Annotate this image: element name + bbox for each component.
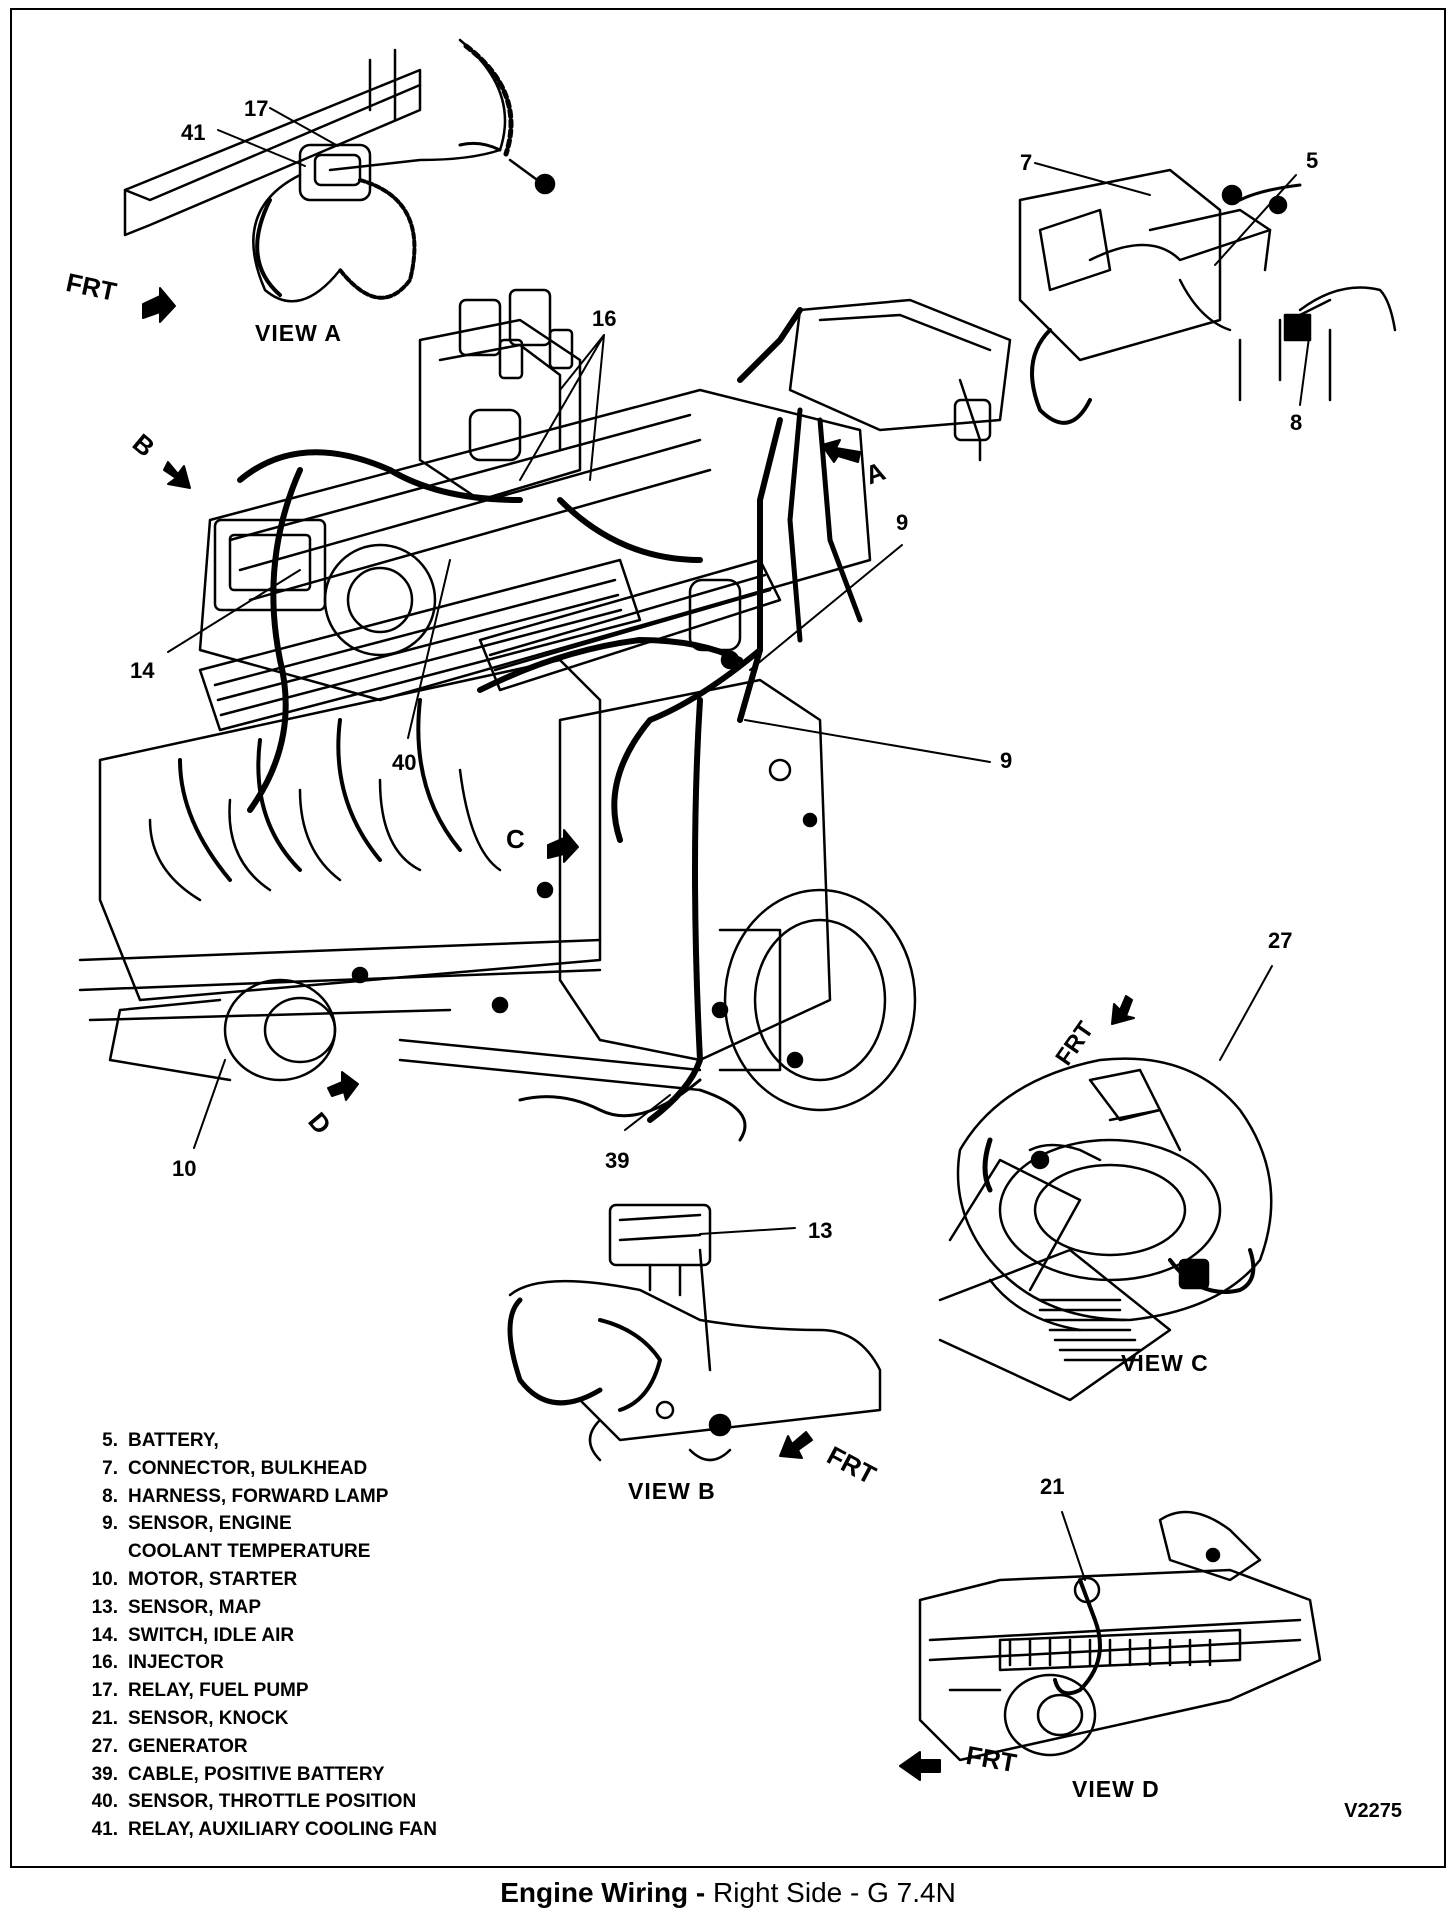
view-d-label: VIEW D — [1072, 1776, 1160, 1802]
legend-text: INJECTOR — [128, 1652, 224, 1674]
view-c-drawing — [938, 1057, 1273, 1402]
legend-number: 41. — [91, 1819, 118, 1841]
legend-item: 17. RELAY, FUEL PUMP — [70, 1677, 437, 1705]
direction-arrows — [142, 287, 1135, 1781]
legend-number: 39. — [91, 1763, 118, 1785]
legend-text: HARNESS, FORWARD LAMP — [128, 1485, 389, 1507]
legend-number: 13. — [91, 1596, 118, 1618]
legend-item: 5. BATTERY, — [70, 1427, 437, 1455]
view-d-drawing — [918, 1510, 1322, 1762]
legend-item: 41. RELAY, AUXILIARY COOLING FAN — [70, 1816, 437, 1844]
bulkhead-drawing — [1018, 168, 1397, 425]
callout-9-lower: 9 — [1000, 748, 1013, 773]
callout-13: 13 — [808, 1218, 833, 1243]
legend-text: SENSOR, KNOCK — [128, 1707, 289, 1729]
figure-code: V2275 — [1344, 1800, 1402, 1822]
legend-number: 10. — [91, 1568, 118, 1590]
callout-7: 7 — [1020, 150, 1033, 175]
legend-item: 10. MOTOR, STARTER — [70, 1566, 437, 1594]
legend-item: 9. SENSOR, ENGINE — [70, 1510, 437, 1538]
legend-item: 8. HARNESS, FORWARD LAMP — [70, 1483, 437, 1511]
callout-16: 16 — [592, 306, 617, 331]
figure-frame — [10, 8, 1446, 1868]
legend-item: 13. SENSOR, MAP — [70, 1594, 437, 1622]
legend-text: CABLE, POSITIVE BATTERY — [128, 1763, 385, 1785]
legend-text: RELAY, FUEL PUMP — [128, 1680, 309, 1702]
arrow-label-c: C — [506, 824, 525, 854]
legend-text: COOLANT TEMPERATURE — [128, 1541, 371, 1563]
callout-5: 5 — [1306, 148, 1319, 173]
engine-block-drawing — [78, 288, 1012, 1142]
caption-rest: Right Side - G 7.4N — [713, 1877, 956, 1908]
legend-item: 39. CABLE, POSITIVE BATTERY — [70, 1761, 437, 1789]
legend-number: 16. — [91, 1652, 118, 1674]
legend-item: 27. GENERATOR — [70, 1733, 437, 1761]
view-b-drawing — [507, 1203, 882, 1462]
callout-10: 10 — [172, 1156, 197, 1181]
legend-text: SENSOR, ENGINE — [128, 1513, 292, 1535]
legend-number — [70, 1538, 128, 1566]
parts-legend: 5. BATTERY, 7. CONNECTOR, BULKHEAD 8. HARNE… — [70, 1427, 437, 1844]
legend-text: CONNECTOR, BULKHEAD — [128, 1457, 368, 1479]
legend-text: SWITCH, IDLE AIR — [128, 1624, 295, 1646]
callout-9-upper: 9 — [896, 510, 909, 535]
callout-14: 14 — [130, 658, 155, 683]
legend-text: MOTOR, STARTER — [128, 1568, 298, 1590]
legend-text: RELAY, AUXILIARY COOLING FAN — [128, 1819, 437, 1841]
callout-41: 41 — [181, 120, 206, 145]
caption-bold: Engine Wiring - — [500, 1877, 714, 1908]
view-c-label: VIEW C — [1121, 1350, 1209, 1376]
legend-number: 9. — [102, 1513, 118, 1535]
view-a-label: VIEW A — [255, 320, 342, 346]
legend-item: 21. SENSOR, KNOCK — [70, 1705, 437, 1733]
callout-21: 21 — [1040, 1474, 1065, 1499]
legend-item: 14. SWITCH, IDLE AIR — [70, 1622, 437, 1650]
callout-39: 39 — [605, 1148, 630, 1173]
legend-number: 27. — [91, 1735, 118, 1757]
view-b-label: VIEW B — [628, 1478, 716, 1504]
legend-number: 21. — [91, 1707, 118, 1729]
callout-27: 27 — [1268, 928, 1293, 953]
legend-number: 7. — [102, 1457, 118, 1479]
legend-text: GENERATOR — [128, 1735, 248, 1757]
legend-text: SENSOR, THROTTLE POSITION — [128, 1791, 417, 1813]
callout-17: 17 — [244, 96, 269, 121]
figure-caption: Engine Wiring - Right Side - G 7.4N — [0, 1877, 1456, 1909]
legend-number: 5. — [102, 1430, 118, 1451]
callout-40: 40 — [392, 750, 417, 775]
legend-text: SENSOR, MAP — [128, 1596, 262, 1618]
legend-item: 16. INJECTOR — [70, 1649, 437, 1677]
legend-number: 40. — [91, 1791, 118, 1813]
legend-item: 7. CONNECTOR, BULKHEAD — [70, 1455, 437, 1483]
legend-item: COOLANT TEMPERATURE — [70, 1538, 437, 1566]
view-a-drawing — [123, 38, 556, 303]
leader-lines — [167, 107, 1311, 1581]
legend-item: 40. SENSOR, THROTTLE POSITION — [70, 1788, 437, 1816]
legend-number: 14. — [91, 1624, 118, 1646]
legend-number: 17. — [91, 1680, 118, 1702]
callout-8: 8 — [1290, 410, 1303, 435]
legend-number: 8. — [102, 1485, 118, 1507]
legend-text: BATTERY, — [128, 1430, 219, 1451]
